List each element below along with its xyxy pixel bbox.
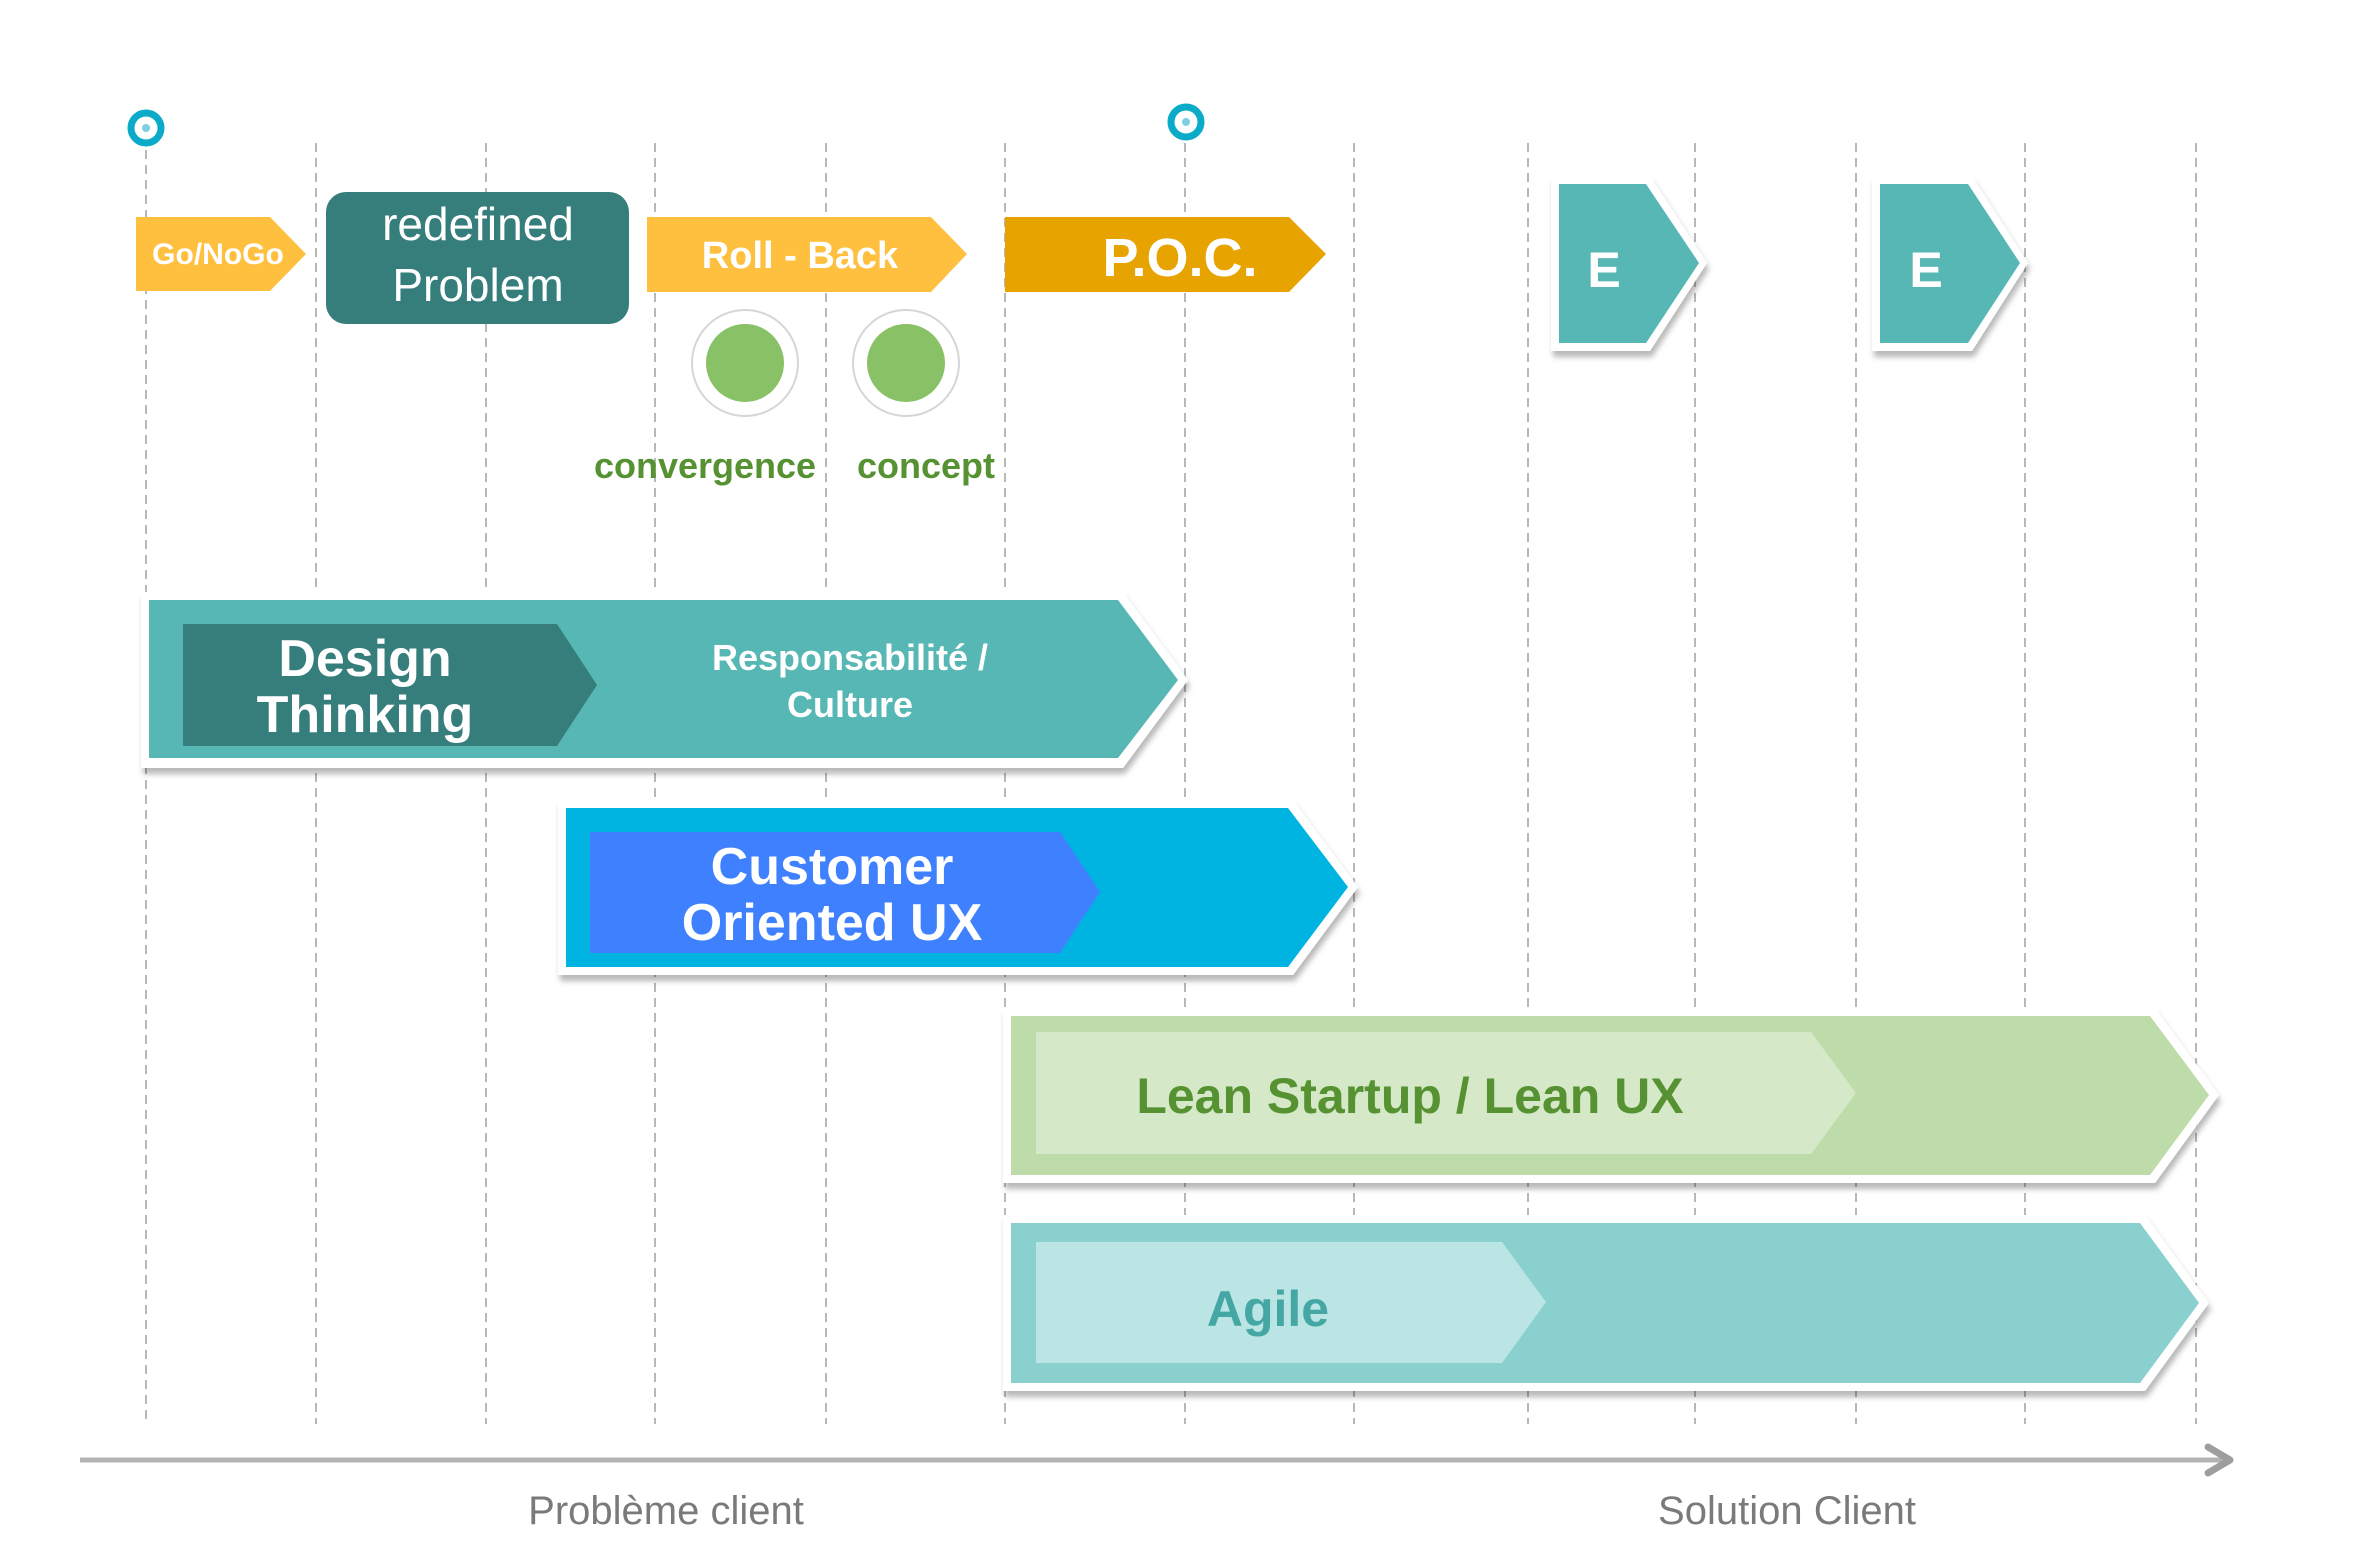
checkpoint-convergence: convergence <box>594 309 816 486</box>
e-marker-2[interactable]: E <box>1872 176 2028 351</box>
customer-ux-title-line2: Oriented UX <box>682 894 983 952</box>
axis-label-problem: Problème client <box>528 1489 804 1533</box>
redefined-problem-box[interactable]: redefined Problem <box>326 192 629 324</box>
redefined-problem-line1: redefined <box>382 198 574 250</box>
checkpoint-concept: concept <box>852 309 995 486</box>
checkpoint-label-convergence: convergence <box>594 445 816 486</box>
design-thinking-subtitle-line2: Culture <box>787 684 913 725</box>
axis-arrow-icon <box>2204 1443 2234 1477</box>
checkpoint-label-concept: concept <box>857 445 995 486</box>
milestone-poc-target-icon <box>1167 103 1205 141</box>
roll-back-label: Roll - Back <box>702 235 899 277</box>
lean-title: Lean Startup / Lean UX <box>1136 1068 1683 1124</box>
customer-ux-band[interactable]: Customer Oriented UX <box>558 800 1358 975</box>
e-marker-label: E <box>1909 242 1942 298</box>
design-thinking-subtitle-line1: Responsabilité / <box>712 637 988 678</box>
poc-step[interactable]: P.O.C. <box>1005 217 1326 292</box>
go-nogo-step[interactable]: Go/NoGo <box>136 217 306 291</box>
customer-ux-title-line1: Customer <box>711 838 954 896</box>
green-dot-icon <box>867 324 945 402</box>
roll-back-step[interactable]: Roll - Back <box>647 217 967 292</box>
e-marker-1[interactable]: E <box>1551 176 1707 351</box>
axis-label-solution: Solution Client <box>1658 1489 1916 1533</box>
milestone-start-target-icon <box>127 109 165 147</box>
design-thinking-title-line2: Thinking <box>257 686 474 744</box>
design-thinking-band[interactable]: Design Thinking Responsabilité / Culture <box>141 592 1188 768</box>
green-dot-icon <box>706 324 784 402</box>
redefined-problem-line2: Problem <box>392 259 563 311</box>
e-marker-label: E <box>1587 242 1620 298</box>
poc-label: P.O.C. <box>1102 228 1257 288</box>
go-nogo-label: Go/NoGo <box>152 238 284 271</box>
lean-band[interactable]: Lean Startup / Lean UX <box>1003 1008 2219 1183</box>
timeline-gridlines <box>145 143 2197 1424</box>
agile-title: Agile <box>1207 1281 1329 1337</box>
timeline-axis: Problème client Solution Client <box>80 1443 2234 1533</box>
agile-band[interactable]: Agile <box>1003 1215 2209 1391</box>
design-thinking-title-line1: Design <box>278 630 451 688</box>
